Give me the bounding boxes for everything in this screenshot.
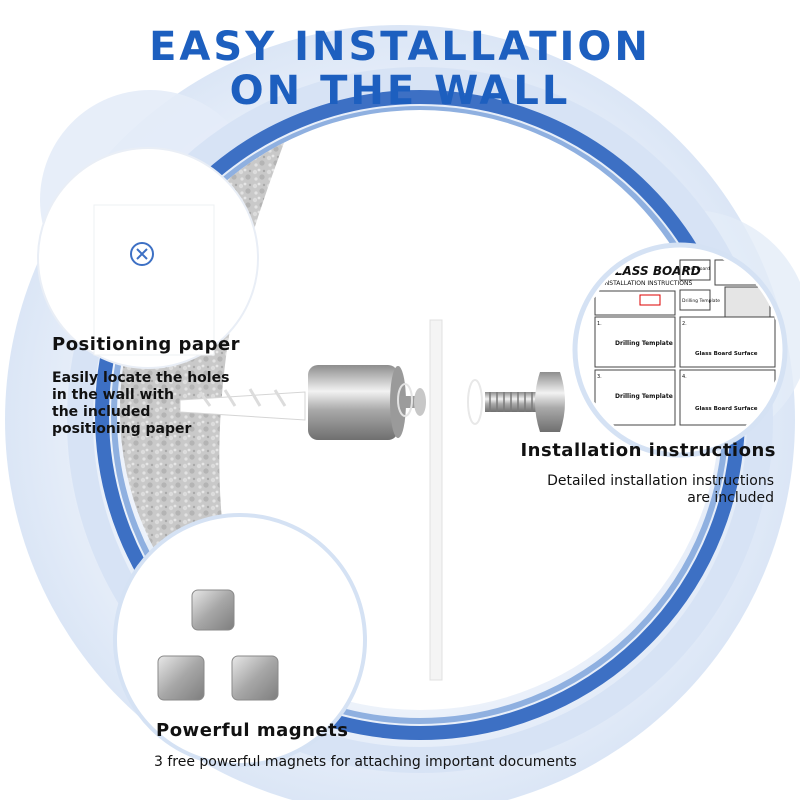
screw-icon — [485, 372, 565, 432]
svg-text:4.: 4. — [682, 374, 687, 380]
magnets-heading: Powerful magnets — [156, 720, 349, 741]
instructions-heading: Installation instructions — [520, 440, 776, 461]
target-icon — [130, 242, 154, 266]
positioning-desc-line: in the wall with — [52, 387, 174, 403]
doc-subtitle: INSTALLATION INSTRUCTIONS — [603, 280, 693, 287]
doc-label-3: Drilling Template — [615, 340, 673, 347]
doc-label-6: Glass Board Surface — [695, 406, 758, 412]
svg-text:1.: 1. — [597, 321, 602, 327]
svg-text:3.: 3. — [597, 374, 602, 380]
positioning-heading: Positioning paper — [52, 334, 241, 355]
doc-label-4: Glass Board Surface — [695, 351, 758, 357]
positioning-description: Easily locate the holes in the wall with… — [52, 370, 229, 438]
svg-text:5.: 5. — [597, 431, 602, 437]
instructions-description: Detailed installation instructions are i… — [547, 473, 774, 507]
instructions-desc-line: are included — [687, 490, 774, 506]
magnets-description: 3 free powerful magnets for attaching im… — [154, 754, 577, 770]
doc-label-1: Glass Board — [683, 266, 710, 272]
page-title-line2: ON THE WALL — [229, 68, 571, 114]
doc-label-5: Drilling Template — [615, 393, 673, 400]
page-title-line1: EASY INSTALLATION — [149, 24, 651, 70]
svg-text:2.: 2. — [682, 321, 687, 327]
instructions-desc-line: Detailed installation instructions — [547, 473, 774, 489]
instruction-sheet: GLASS BOARD INSTALLATION INSTRUCTIONS Gl… — [580, 250, 780, 450]
magnet-icon — [157, 589, 279, 701]
anchor-icon — [179, 388, 306, 421]
doc-title: GLASS BOARD — [605, 264, 701, 278]
positioning-desc-line: Easily locate the holes — [52, 370, 230, 386]
doc-label-2: Drilling Template — [682, 298, 720, 304]
positioning-desc-line: the included — [52, 404, 151, 420]
positioning-desc-line: positioning paper — [52, 421, 192, 437]
